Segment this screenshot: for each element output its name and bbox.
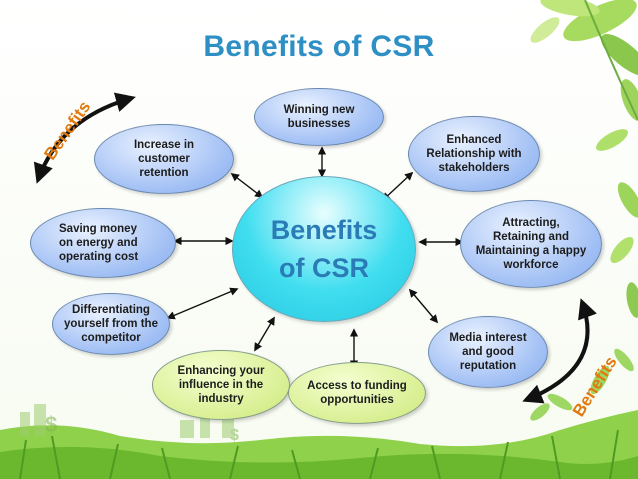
node-enhanced-relationship: Enhanced Relationship with stakeholders [408,116,540,192]
svg-text:$: $ [45,412,57,437]
node-winning-new-businesses: Winning new businesses [254,88,384,146]
node-increase-retention: Increase in customer retention [94,124,234,194]
node-enhancing-influence: Enhancing your influence in the industry [152,350,290,420]
node-media-interest: Media interest and good reputation [428,316,548,388]
svg-text:$: $ [230,427,239,444]
node-attracting-workforce: Attracting, Retaining and Maintaining a … [460,200,602,288]
node-access-funding: Access to funding opportunities [288,362,426,424]
node-differentiating: Differentiating yourself from the compet… [52,293,170,355]
slide-title: Benefits of CSR [0,30,638,64]
center-benefits-of-csr: Benefits of CSR [232,176,416,322]
node-saving-money: Saving money on energy and operating cos… [30,208,176,278]
